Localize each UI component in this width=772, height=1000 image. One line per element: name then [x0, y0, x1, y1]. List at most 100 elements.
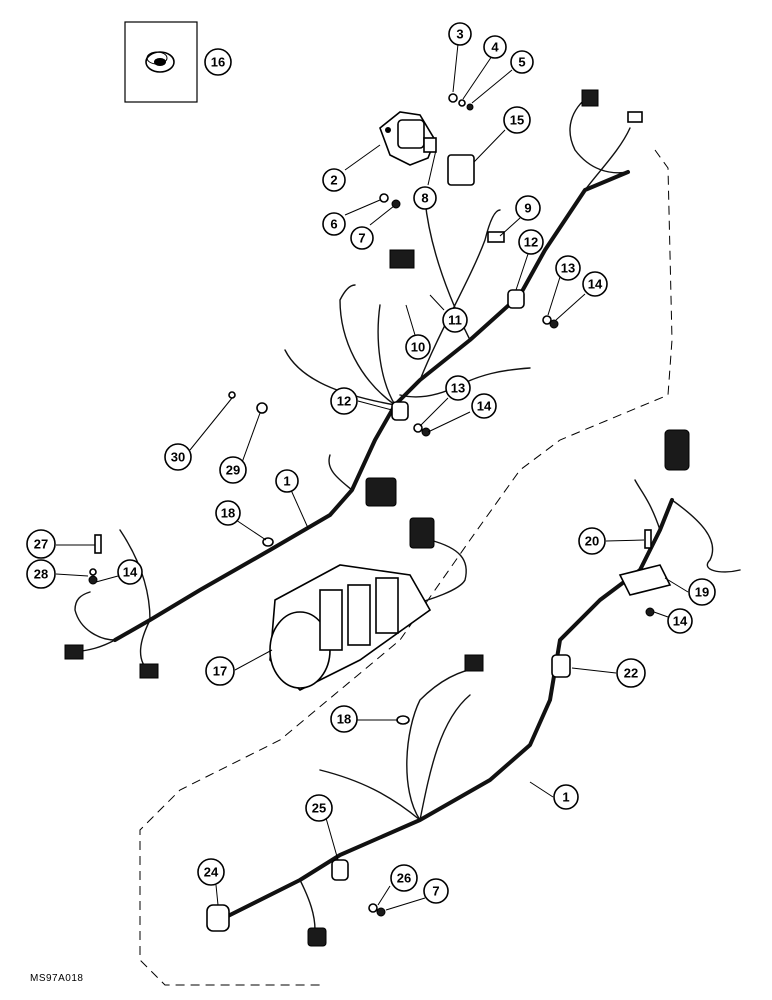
callout-13: 13 [445, 375, 471, 401]
callout-3: 3 [448, 22, 472, 46]
solenoid [379, 111, 437, 166]
connector [139, 663, 159, 679]
harness-wires [74, 94, 741, 931]
svg-text:7: 7 [358, 231, 365, 246]
clamp [551, 654, 571, 678]
callout-14: 14 [582, 271, 608, 297]
connector [581, 89, 599, 107]
callout-27: 27 [26, 529, 56, 559]
callout-28: 28 [26, 559, 56, 589]
callout-17: 17 [205, 656, 235, 686]
svg-text:17: 17 [213, 664, 227, 679]
svg-text:19: 19 [695, 585, 709, 600]
callout-7: 7 [350, 226, 374, 250]
svg-text:11: 11 [448, 313, 462, 328]
callout-29: 29 [219, 456, 247, 484]
sensor [487, 231, 505, 243]
callout-10: 10 [405, 334, 431, 360]
clamp [206, 904, 230, 932]
svg-text:20: 20 [585, 534, 599, 549]
bracket [618, 564, 672, 596]
connector [409, 517, 435, 549]
callout-14: 14 [471, 393, 497, 419]
callout-25: 25 [305, 794, 333, 822]
svg-text:7: 7 [432, 884, 439, 899]
svg-text:22: 22 [624, 666, 638, 681]
connector [365, 477, 397, 507]
callout-1: 1 [553, 784, 579, 810]
clamp [507, 289, 525, 309]
svg-text:15: 15 [510, 113, 524, 128]
callout-30: 30 [164, 443, 192, 471]
connector [627, 111, 643, 123]
svg-text:18: 18 [337, 712, 351, 727]
callout-2: 2 [322, 168, 346, 192]
svg-text:2: 2 [330, 173, 337, 188]
callout-1: 1 [275, 469, 299, 493]
callout-19: 19 [688, 578, 716, 606]
svg-text:16: 16 [211, 55, 225, 70]
callout-22: 22 [616, 658, 646, 688]
svg-text:14: 14 [123, 565, 138, 580]
svg-text:8: 8 [421, 191, 428, 206]
connector [307, 927, 327, 947]
svg-text:26: 26 [397, 871, 411, 886]
callout-7: 7 [423, 878, 449, 904]
svg-text:14: 14 [673, 614, 688, 629]
callout-12: 12 [330, 387, 358, 415]
svg-text:14: 14 [477, 399, 492, 414]
connector [64, 644, 84, 660]
svg-text:10: 10 [411, 340, 425, 355]
callout-9: 9 [515, 195, 541, 221]
callout-20: 20 [578, 527, 606, 555]
svg-text:29: 29 [226, 463, 240, 478]
callout-18: 18 [215, 500, 241, 526]
svg-text:1: 1 [283, 474, 290, 489]
connector [389, 249, 415, 269]
callout-11: 11 [442, 307, 468, 333]
strap [396, 715, 410, 725]
svg-text:24: 24 [204, 865, 219, 880]
svg-text:4: 4 [491, 40, 499, 55]
components [64, 89, 690, 947]
callout-24: 24 [197, 858, 225, 886]
grommet-inset [124, 21, 198, 103]
callout-12: 12 [518, 229, 544, 255]
svg-text:18: 18 [221, 506, 235, 521]
svg-text:12: 12 [524, 235, 538, 250]
dashed-boundary [139, 149, 673, 986]
callout-26: 26 [390, 864, 418, 892]
callout-15: 15 [503, 106, 531, 134]
switch-assembly [269, 564, 432, 691]
svg-text:14: 14 [588, 277, 603, 292]
clamp [391, 401, 409, 421]
svg-text:28: 28 [34, 567, 48, 582]
callout-13: 13 [555, 255, 581, 281]
connector [464, 654, 484, 672]
clamp [331, 859, 349, 881]
relay [447, 154, 475, 186]
svg-text:27: 27 [34, 537, 48, 552]
callout-14: 14 [667, 608, 693, 634]
svg-text:5: 5 [518, 55, 525, 70]
svg-text:3: 3 [456, 27, 463, 42]
callout-5: 5 [510, 50, 534, 74]
figure-code: MS97A018 [30, 973, 84, 984]
svg-text:25: 25 [312, 801, 326, 816]
svg-text:1: 1 [562, 790, 569, 805]
callout-18: 18 [330, 705, 358, 733]
callout-8: 8 [413, 186, 437, 210]
callout-14: 14 [117, 559, 143, 585]
svg-text:9: 9 [524, 201, 531, 216]
svg-text:13: 13 [451, 381, 465, 396]
svg-text:30: 30 [171, 450, 185, 465]
callout-16: 16 [204, 48, 232, 76]
svg-text:6: 6 [330, 217, 337, 232]
callout-6: 6 [322, 212, 346, 236]
callout-4: 4 [483, 35, 507, 59]
svg-text:13: 13 [561, 261, 575, 276]
leader-lines [55, 43, 689, 911]
round-connector [664, 429, 690, 471]
svg-text:12: 12 [337, 394, 351, 409]
